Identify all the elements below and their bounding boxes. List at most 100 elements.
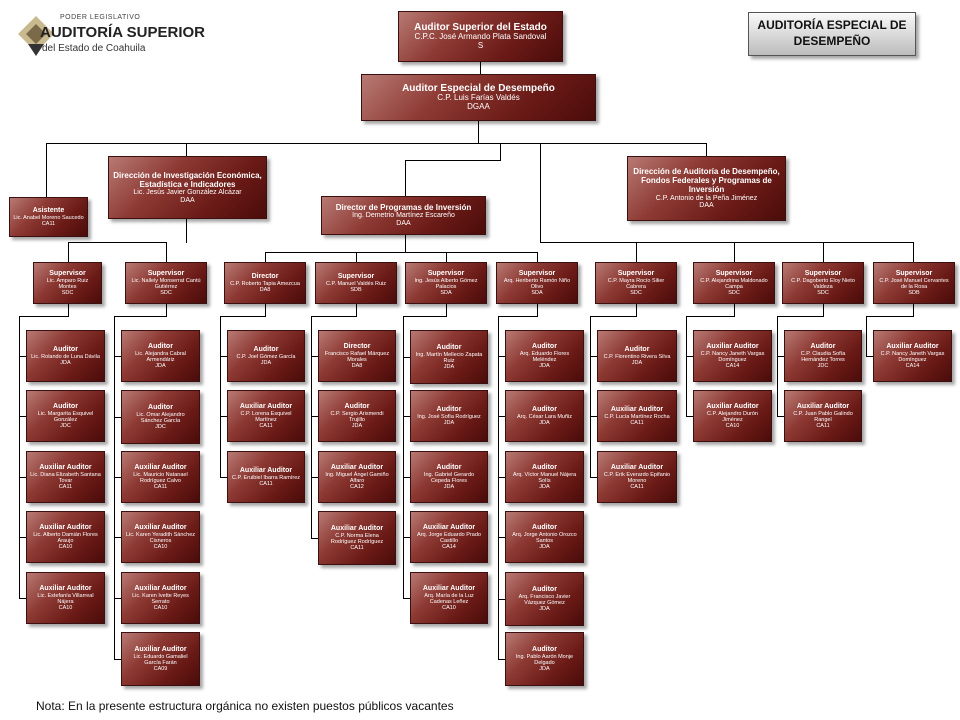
node-name: Lic. Jesús Javier González Alcázar (133, 189, 242, 196)
node-title: Auxiliar Auditor (39, 463, 92, 471)
connector-line (114, 659, 122, 660)
node-code: CA14 (725, 363, 740, 370)
node-code: JDA (539, 666, 550, 673)
node-title: Auxiliar Auditor (422, 584, 476, 592)
node-name: C.P. Alejandro Durón Jiménez (707, 410, 758, 423)
node-title: Supervisor (895, 269, 933, 277)
connector-line (866, 316, 867, 357)
node-code: JDA (539, 420, 550, 427)
section-tag: AUDITORÍA ESPECIAL DE DESEMPEÑO (748, 12, 916, 56)
node-title: Auditor (532, 405, 557, 413)
connector-line (405, 235, 406, 253)
node-code: JDA (631, 360, 643, 367)
node-name: Ing. Pablo Aarón Monje Delgado (515, 653, 574, 666)
connector-line (823, 304, 824, 317)
connector-line (68, 304, 69, 317)
node-code: DGAA (467, 102, 490, 112)
connector-line (498, 416, 506, 417)
node-name: Lic. Estefanía Villarreal Nájera (37, 592, 94, 605)
connector-line (186, 219, 187, 243)
node-code: JDA (539, 363, 550, 370)
node-title: Auxiliar Auditor (330, 524, 384, 532)
connector-line (166, 242, 167, 263)
connector-line (636, 242, 637, 263)
node-code: SDC (160, 290, 172, 297)
node-title: Auditor (810, 342, 836, 350)
node-code: JDC (155, 424, 166, 431)
connector-line (913, 304, 914, 317)
node-code: JDC (60, 423, 71, 430)
connector-line (220, 416, 228, 417)
connector-line (114, 356, 122, 357)
connector-line (356, 304, 357, 317)
node-title: Auxiliar Auditor (134, 584, 187, 592)
node-code: JDA (539, 606, 550, 613)
node-title: Auxiliar Auditor (239, 402, 293, 410)
connector-line (540, 242, 914, 243)
connector-line (446, 252, 447, 263)
node-title: Auditor (148, 342, 173, 350)
node-code: JDC (817, 363, 829, 370)
connector-line (265, 252, 266, 263)
connector-line (311, 316, 357, 317)
node-code: CA11 (41, 221, 56, 228)
connector-line (823, 242, 824, 263)
node-name: C.P. Erik Everardo Epifanio Moreno (603, 471, 671, 484)
node-code: CA11 (58, 484, 73, 491)
connector-line (356, 252, 357, 263)
node-code: JDA (60, 360, 71, 367)
node-name: C.P.C. José Armando Plata Sandoval (414, 32, 547, 42)
node-title: Supervisor (147, 269, 185, 277)
node-name: Lic. Mauricio Natanael Rodríguez Calvo (133, 471, 188, 484)
node-name: Arq. Francisco Javier Vázquez Gómez (518, 593, 571, 606)
node-code: JDA (260, 360, 272, 367)
connector-line (311, 416, 319, 417)
node-title: Auditor (253, 345, 279, 353)
connector-line (403, 416, 411, 417)
logo-emblem-icon (18, 16, 54, 56)
connector-line (590, 316, 637, 317)
node-name: Arq. César Lara Muñiz (516, 413, 573, 420)
node-name: C.P. Lorena Esquivel Martínez (240, 410, 292, 423)
node-name: C.P. Alejandrina Maldonado Campa (700, 277, 768, 290)
node-code: DAA (396, 220, 411, 228)
connector-line (498, 537, 506, 538)
connector-line (311, 316, 312, 539)
node-title: Auxiliar Auditor (134, 645, 187, 653)
connector-line (498, 316, 538, 317)
node-code: SDC (728, 290, 740, 297)
node-name: Lic. Karen Yeradith Sánchez Cisneros (125, 531, 196, 544)
node-name: Arq. María de la Luz Cadenas Leñez (424, 592, 474, 605)
node-code: CA11 (350, 545, 364, 552)
node-name: Lic. Amparo Ruiz Montes (46, 277, 89, 290)
node-title: Auxiliar Auditor (134, 463, 187, 471)
node-code: JDA (443, 420, 455, 427)
node-code: CA09 (153, 666, 168, 673)
node-code: CA11 (630, 420, 644, 427)
node-title: Dirección de Auditoría de Desempeño, Fon… (633, 167, 780, 195)
node-code: CA11 (816, 423, 830, 430)
node-title: Auditor (53, 345, 78, 353)
node-title: Auxiliar Auditor (330, 463, 384, 471)
connector-line (706, 143, 707, 157)
node-name: Lic. Margarita Esquivel González (37, 410, 94, 423)
node-code: SDB (908, 290, 920, 297)
connector-line (68, 242, 167, 243)
node-name: C.P. Lucía Martínez Rocha (604, 413, 670, 420)
